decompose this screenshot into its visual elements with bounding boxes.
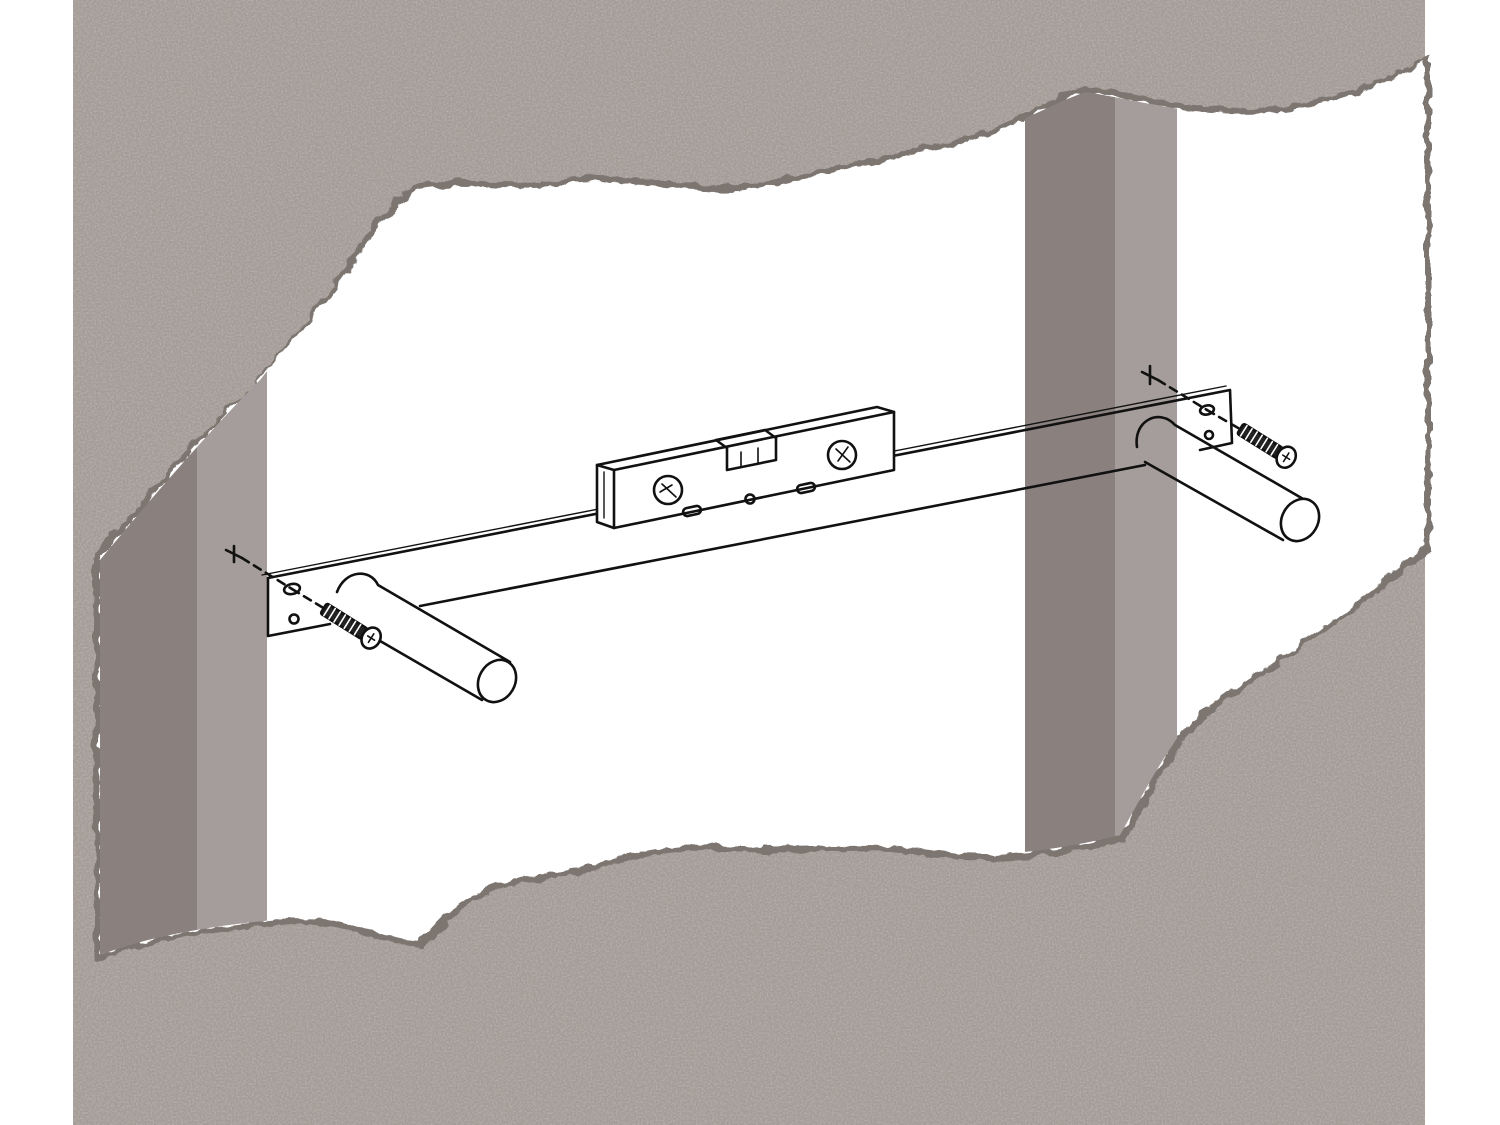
level-right-round-vial: [826, 439, 858, 471]
right-stud: [1025, 62, 1177, 860]
left-mounting-screw: [319, 602, 383, 650]
right-screw-cross: [1282, 452, 1291, 463]
level-vial-window: [725, 436, 778, 472]
right-stud-face: [1115, 62, 1177, 860]
spirit-level: [595, 405, 896, 530]
left-pin-end: [476, 658, 518, 704]
left-slot-hole: [282, 582, 302, 596]
left-screw-thread: [323, 604, 362, 636]
level-right-vial-mark: [835, 446, 851, 463]
level-vial-marks: [740, 447, 759, 468]
right-round-hole: [1203, 429, 1215, 441]
right-pin-bottom: [1143, 460, 1285, 542]
left-support-pin: [328, 572, 518, 704]
left-mark-cross: [224, 544, 244, 564]
level-left-vial-mark: [659, 483, 677, 498]
level-right-slot: [795, 481, 817, 495]
level-vial-top: [714, 428, 778, 450]
left-screw-cross: [366, 633, 376, 644]
right-pin-top: [1135, 415, 1307, 502]
right-slot-hole: [1198, 404, 1216, 416]
right-stud-side: [1025, 62, 1115, 860]
right-screw-thread: [1239, 424, 1279, 456]
left-guide-line: [240, 556, 294, 591]
right-support-pin: [1135, 415, 1321, 543]
left-round-hole: [288, 613, 300, 625]
level-left-slot: [681, 504, 703, 518]
level-left-round-vial: [652, 474, 684, 506]
right-mounting-screw: [1236, 422, 1298, 470]
level-center-hole: [744, 493, 756, 505]
right-pin-end: [1279, 497, 1321, 543]
right-screw-axis: [1205, 408, 1247, 434]
rail-left-end: [266, 576, 332, 638]
bracket-assembly: [224, 364, 1321, 704]
left-pin-top: [335, 572, 512, 664]
rail-bottom-edge: [418, 463, 1147, 608]
right-guide-line: [1156, 378, 1209, 412]
right-mark-cross: [1140, 364, 1160, 386]
